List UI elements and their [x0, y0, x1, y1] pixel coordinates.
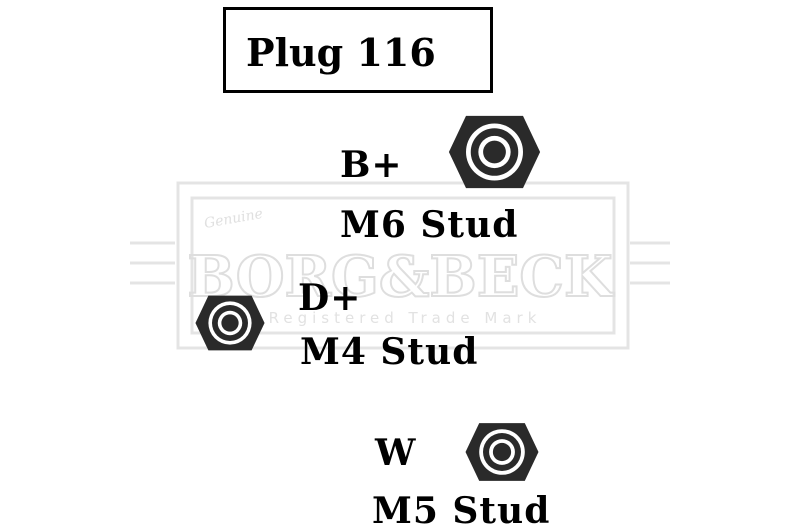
- svg-text:Registered Trade Mark: Registered Trade Mark: [269, 309, 542, 327]
- plug-title: Plug 116: [246, 30, 436, 75]
- svg-text:Genuine: Genuine: [203, 206, 264, 232]
- b-plus-nut-icon: [448, 115, 541, 189]
- w-label: W: [375, 432, 417, 474]
- d-plus-nut-icon: [195, 295, 265, 351]
- w-nut-icon: [465, 423, 539, 481]
- w-stud-label: M5 Stud: [372, 490, 551, 532]
- d-plus-stud-label: M4 Stud: [300, 331, 479, 373]
- b-plus-stud-label: M6 Stud: [340, 204, 519, 246]
- watermark-logo: Genuine BORG&BECK Registered Trade Mark: [130, 181, 670, 350]
- plug-title-box: Plug 116: [223, 7, 493, 93]
- d-plus-label: D+: [298, 277, 362, 319]
- svg-text:BORG&BECK: BORG&BECK: [187, 244, 615, 310]
- b-plus-label: B+: [340, 144, 403, 186]
